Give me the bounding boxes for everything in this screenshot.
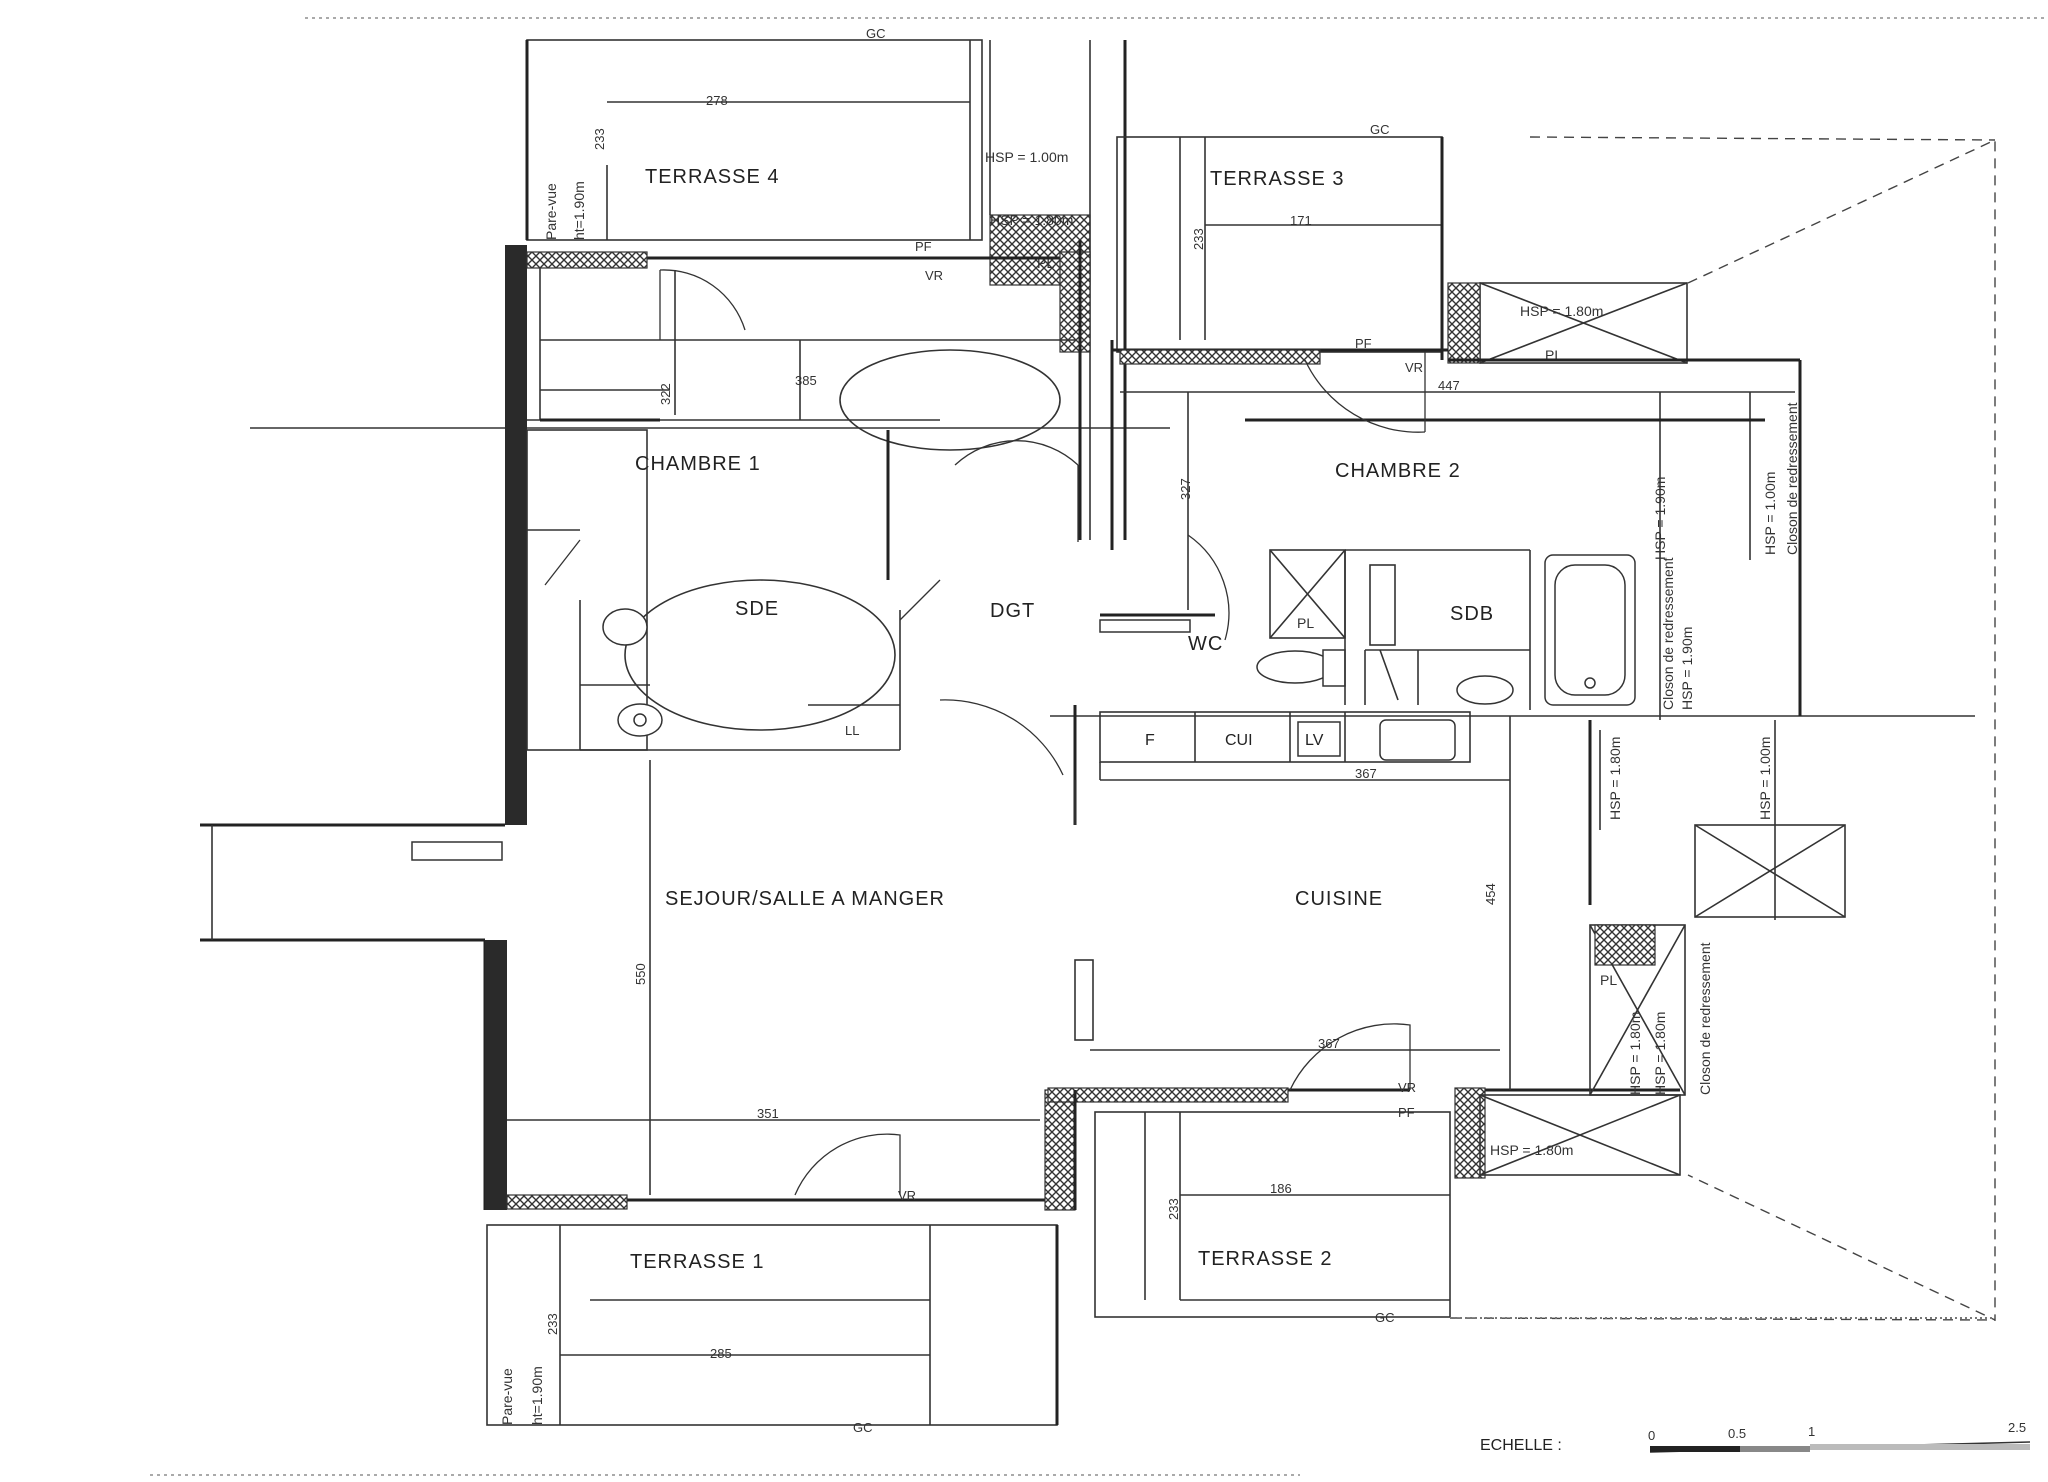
wc-label: WC: [1188, 633, 1223, 655]
t3-depth-dim: 233: [1191, 228, 1206, 250]
closon-ch2: Closon de redressement: [1784, 402, 1800, 555]
kitchen-cui-label: CUI: [1225, 732, 1253, 749]
t4-width-dim: 278: [706, 93, 728, 108]
se-pl-label: PL: [1600, 972, 1617, 988]
t2-gc-label: GC: [1375, 1310, 1395, 1325]
hsp-180-se: HSP = 1.80m: [1627, 1012, 1643, 1095]
sejour-vr-label: VR: [898, 1188, 916, 1203]
terrasse-4: TERRASSE 4 278 233 GC PF VR HSP = 1.00m …: [525, 26, 1127, 540]
hsp-zone-south-east: PL HSP = 1.80m HSP = 1.80m Closon de red…: [1479, 924, 1713, 1176]
t1-pare-vue: Pare-vue: [499, 1368, 515, 1425]
south-width-dim: 367: [1318, 1036, 1340, 1051]
kitchen-f-label: F: [1145, 732, 1155, 749]
t4-depth-dim: 233: [592, 128, 607, 150]
t3-pf-label: PF: [1355, 336, 1372, 351]
ch2-width-dim: 447: [1438, 378, 1460, 393]
scale-segment-1: [1650, 1446, 1740, 1452]
hsp-180-se-2: HSP = 1.80m: [1652, 1012, 1668, 1095]
chambre-2: CHAMBRE 2 447 327 HSP = 1.90m HSP = 1.00…: [1120, 352, 1800, 720]
hsp-zone-cuisine-right: HSP = 1.80m HSP = 1.00m: [1599, 720, 1846, 920]
t4-pf-label: PF: [915, 239, 932, 254]
kitchen-counter: F CUI LV 367: [1073, 705, 1592, 1090]
dgt-hall: DGT: [886, 430, 1191, 633]
t1-depth-dim: 233: [545, 1313, 560, 1335]
t1-width-dim: 285: [710, 1346, 732, 1361]
scale-tick-2: 1: [1808, 1424, 1815, 1439]
ch2-depth-dim: 327: [1178, 478, 1193, 500]
t2-width-dim: 186: [1270, 1181, 1292, 1196]
terrasse-4-label: TERRASSE 4: [645, 166, 779, 188]
hsp-100-cuisine: HSP = 1.00m: [1757, 737, 1773, 820]
chambre-1-label: CHAMBRE 1: [635, 453, 761, 475]
sejour-cuisine: SEJOUR/SALLE A MANGER CUISINE 454 550 35…: [507, 760, 1500, 1203]
sde-room: SDE LL: [526, 429, 1064, 776]
sdb-room: PL SDB Closon de redressement HSP = 1.90…: [1269, 549, 1695, 710]
hsp-100-t4: HSP = 1.00m: [985, 149, 1068, 165]
cuisine-vr-label: VR: [1398, 1080, 1416, 1095]
t4-vr-label: VR: [925, 268, 943, 283]
t1-pare-vue-height: ht=1.90m: [529, 1366, 545, 1425]
closon-se: Closon de redressement: [1697, 942, 1713, 1095]
hsp-zone-ch2-top: HSP = 1.80m PL: [1447, 282, 1688, 364]
chambre-1: CHAMBRE 1 385 322: [527, 268, 1079, 542]
sejour-depth-dim: 550: [633, 963, 648, 985]
outer-walls: [200, 240, 1802, 1211]
scale-segment-2: [1740, 1446, 1810, 1452]
hsp-180-cuisine: HSP = 1.80m: [1607, 737, 1623, 820]
t4-pare-vue-height: ht=1.90m: [571, 181, 587, 240]
chambre-2-label: CHAMBRE 2: [1335, 460, 1461, 482]
scale-tick-3: 2.5: [2008, 1420, 2026, 1435]
ch1-width-dim: 385: [795, 373, 817, 388]
terrasse-3: TERRASSE 3 171 233 GC PF VR: [1116, 122, 1444, 375]
hsp-180-ch2: HSP = 1.80m: [1520, 303, 1603, 319]
hsp-190-ch2: HSP = 1.90m: [1652, 477, 1668, 560]
scale-label: ECHELLE :: [1480, 1437, 1562, 1454]
t3-width-dim: 171: [1290, 213, 1312, 228]
sejour-label: SEJOUR/SALLE A MANGER: [665, 888, 945, 910]
hsp-100-ch2: HSP = 1.00m: [1762, 472, 1778, 555]
scale-segment-3: [1810, 1444, 2030, 1450]
terrasse-3-label: TERRASSE 3: [1210, 168, 1344, 190]
dgt-label: DGT: [990, 600, 1035, 622]
cuisine-label: CUISINE: [1295, 888, 1383, 910]
kitchen-width-dim: 367: [1355, 766, 1377, 781]
closon-sdb: Closon de redressement: [1660, 557, 1676, 710]
hsp-180-t4: HSP = 1.80m: [990, 212, 1073, 228]
terrasse-2: TERRASSE 2 186 233 GC: [1094, 1111, 1995, 1325]
wc-room: WC: [1100, 613, 1418, 705]
t3-vr-label: VR: [1405, 360, 1423, 375]
scale-bar: ECHELLE : 0 0.5 1 2.5: [1480, 1420, 2031, 1454]
kitchen-depth-dim: 454: [1483, 883, 1498, 905]
hsp-180-bottom: HSP = 1.80m: [1490, 1142, 1573, 1158]
terrasse-1-label: TERRASSE 1: [630, 1251, 764, 1273]
sde-label: SDE: [735, 598, 779, 620]
scale-tick-0: 0: [1648, 1428, 1655, 1443]
sde-ll-label: LL: [845, 723, 859, 738]
terrasse-1: TERRASSE 1 285 233 GC Pare-vue ht=1.90m: [486, 1224, 1059, 1435]
t4-gc-label: GC: [866, 26, 886, 41]
hsp-190-sdb: HSP = 1.90m: [1679, 627, 1695, 710]
t4-pare-vue: Pare-vue: [543, 183, 559, 240]
sdb-pl-label: PL: [1297, 615, 1314, 631]
scale-tick-1: 0.5: [1728, 1426, 1746, 1441]
ch1-depth-dim: 322: [658, 383, 673, 405]
sejour-width-dim: 351: [757, 1106, 779, 1121]
t2-depth-dim: 233: [1166, 1198, 1181, 1220]
t3-gc-label: GC: [1370, 122, 1390, 137]
kitchen-lv-label: LV: [1305, 732, 1324, 749]
sdb-label: SDB: [1450, 603, 1494, 625]
terrasse-2-label: TERRASSE 2: [1198, 1248, 1332, 1270]
t1-gc-label: GC: [853, 1420, 873, 1435]
